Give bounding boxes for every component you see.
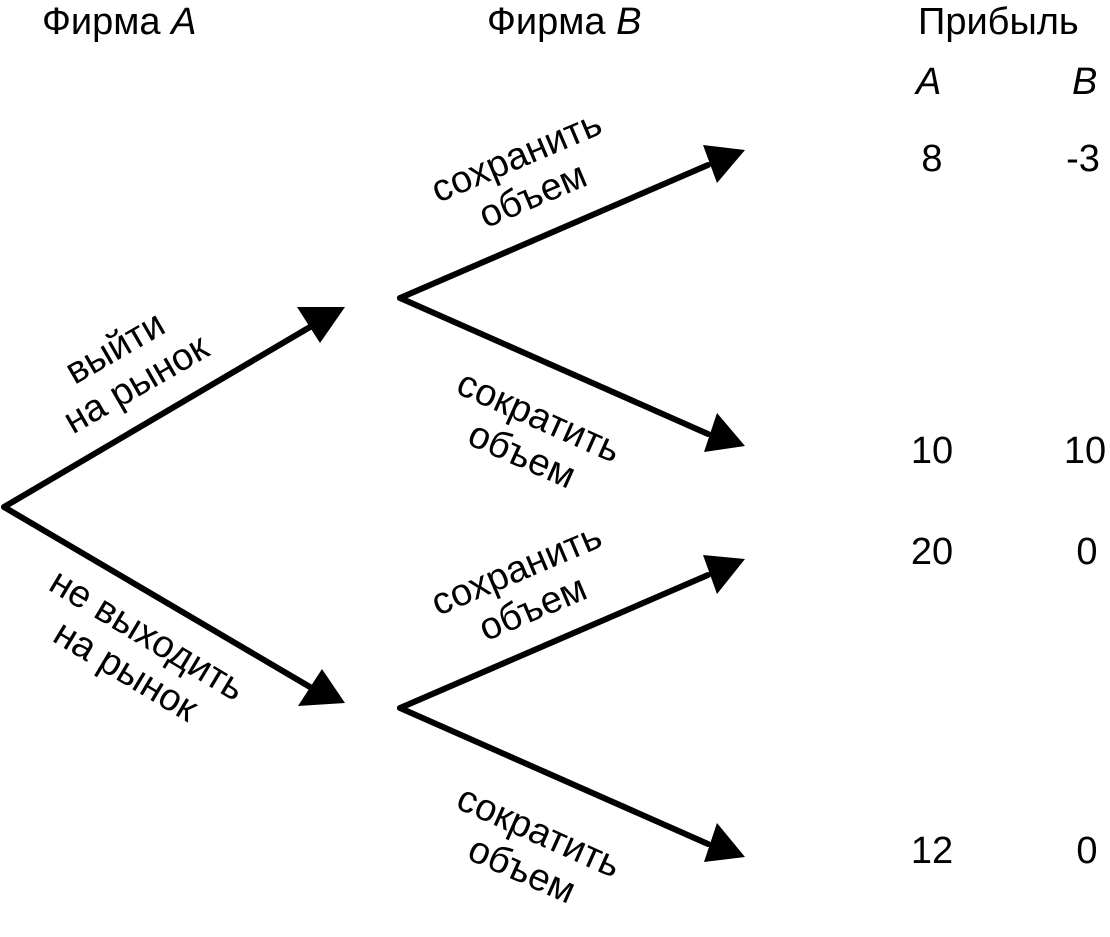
branch-enter-market xyxy=(1,324,313,510)
header-firm-a: Фирма A xyxy=(42,3,196,41)
firm-b-letter: B xyxy=(616,1,642,43)
payoff-1-b: -3 xyxy=(1066,138,1100,180)
profit-column-b: B xyxy=(1072,61,1098,103)
payoff-4-a: 12 xyxy=(910,830,954,872)
payoff-4-b: 0 xyxy=(1076,830,1098,872)
payoff-2-a: 10 xyxy=(910,430,954,472)
header-firm-b: Фирма B xyxy=(487,3,641,41)
branch-bottom-keep xyxy=(397,572,711,711)
arrowhead-top-cut xyxy=(704,413,745,452)
profit-column-a: A xyxy=(916,61,942,103)
arrowhead-enter xyxy=(297,307,345,343)
firm-b-label: Фирма xyxy=(487,1,606,43)
arrowhead-top-keep xyxy=(703,145,745,183)
branch-stay-out xyxy=(1,504,313,690)
arrowhead-bottom-keep xyxy=(703,555,745,594)
payoff-3-a: 20 xyxy=(910,531,954,573)
firm-a-letter: A xyxy=(171,1,197,43)
game-tree xyxy=(1,145,745,862)
payoff-3-b: 0 xyxy=(1076,531,1098,573)
payoff-2-b: 10 xyxy=(1063,430,1107,472)
firm-a-label: Фирма xyxy=(42,1,161,43)
branch-top-keep xyxy=(397,162,711,301)
payoff-1-a: 8 xyxy=(921,138,943,180)
arrowhead-bottom-cut xyxy=(704,823,745,862)
header-profit: Прибыль xyxy=(918,1,1079,43)
branch-bottom-cut xyxy=(397,705,711,847)
branch-top-cut xyxy=(397,295,711,437)
arrowhead-stay-out xyxy=(298,669,345,706)
